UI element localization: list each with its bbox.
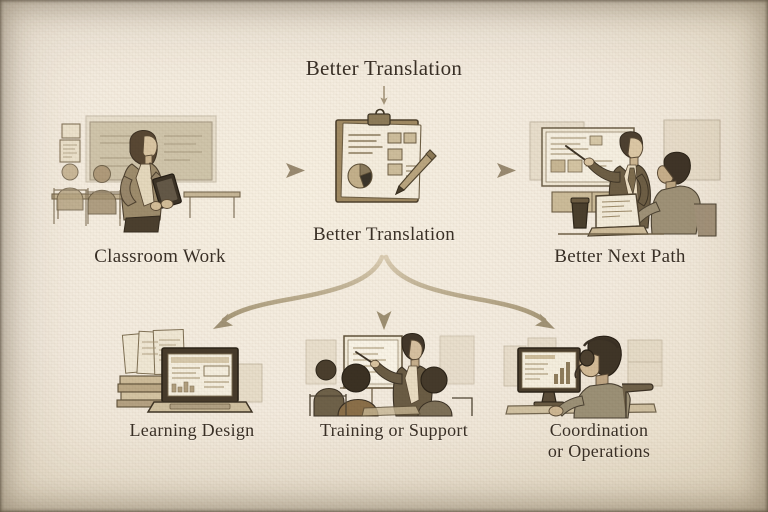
monitor-icon (517, 347, 581, 407)
bottom-node-label-learning-design: Learning Design (129, 420, 255, 440)
right-node-label: Better Next Path (554, 246, 686, 267)
coordination-scene (503, 332, 664, 419)
pie-chart-icon (347, 163, 373, 189)
clipboard-scene (332, 108, 442, 210)
participant-figure (313, 359, 345, 417)
presentation-scene (524, 118, 724, 238)
trainer-figure (355, 333, 433, 417)
participant-figure (417, 366, 453, 417)
bar-chart-icon (554, 362, 570, 384)
headset-icon (574, 337, 620, 379)
arrow-center-to-right-icon (449, 163, 516, 178)
left-node-label: Classroom Work (94, 246, 226, 267)
arrow-fan-middle-icon (376, 253, 392, 330)
bottom-node-label-coordination-operations: Coordination or Operations (547, 420, 651, 462)
training-scene (304, 332, 476, 417)
student-figure (85, 165, 121, 226)
teacher-figure (120, 130, 182, 233)
learning-design-scene (114, 328, 264, 416)
laptop-icon (146, 347, 254, 413)
headset-operator-figure (548, 335, 654, 419)
coffee-cup-icon (570, 197, 590, 229)
arrow-left-to-center-icon (240, 163, 305, 178)
classroom-scene (44, 106, 249, 233)
page-title: Better Translation (305, 56, 463, 80)
arrow-down-small-icon (380, 86, 388, 105)
pencil-icon (394, 149, 437, 196)
student-figure (53, 163, 89, 224)
bottom-node-label-training-support: Training or Support (319, 420, 469, 440)
center-node-label: Better Translation (312, 224, 456, 245)
